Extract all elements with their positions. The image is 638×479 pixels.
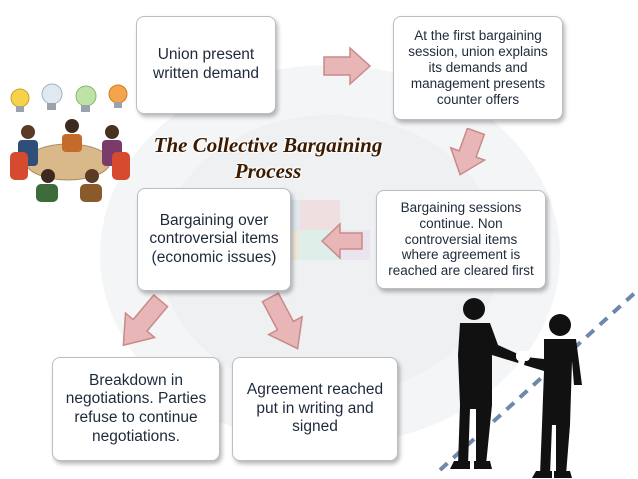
step-first-session: At the first bargaining session, union e… (393, 16, 563, 120)
lightbulb-icon (75, 85, 97, 112)
step-text: Breakdown in negotiations. Parties refus… (65, 371, 207, 445)
step-text: Bargaining sessions continue. Non contro… (388, 200, 534, 278)
step-breakdown: Breakdown in negotiations. Parties refus… (52, 357, 220, 461)
arrow-down-left (122, 293, 169, 347)
step-sessions-continue: Bargaining sessions continue. Non contro… (376, 190, 546, 289)
lightbulb-icon (108, 84, 128, 108)
step-text: Agreement reached put in writing and sig… (246, 381, 384, 436)
person-figure (62, 119, 82, 152)
arrow-right-1 (323, 46, 372, 86)
step-text: Bargaining over controversial items (eco… (149, 211, 279, 266)
step-text: Union present written demand (153, 46, 259, 82)
meeting-illustration (10, 83, 130, 202)
arrow-down-1 (449, 128, 487, 176)
lightbulb-icon (10, 88, 30, 112)
lightbulb-icon (41, 83, 63, 110)
diagram-title: The Collective Bargaining Process (153, 133, 383, 183)
person-figure (80, 169, 102, 202)
step-agreement: Agreement reached put in writing and sig… (232, 357, 398, 461)
handshake-silhouette (450, 298, 582, 478)
arrow-left-1 (320, 222, 363, 260)
person-figure (36, 169, 58, 202)
step-union-demand: Union present written demand (136, 16, 276, 114)
person-figure (102, 125, 130, 180)
person-figure (10, 125, 38, 180)
step-controversial-items: Bargaining over controversial items (eco… (137, 188, 291, 291)
arrow-down-right (261, 292, 304, 350)
step-text: At the first bargaining session, union e… (408, 27, 548, 108)
